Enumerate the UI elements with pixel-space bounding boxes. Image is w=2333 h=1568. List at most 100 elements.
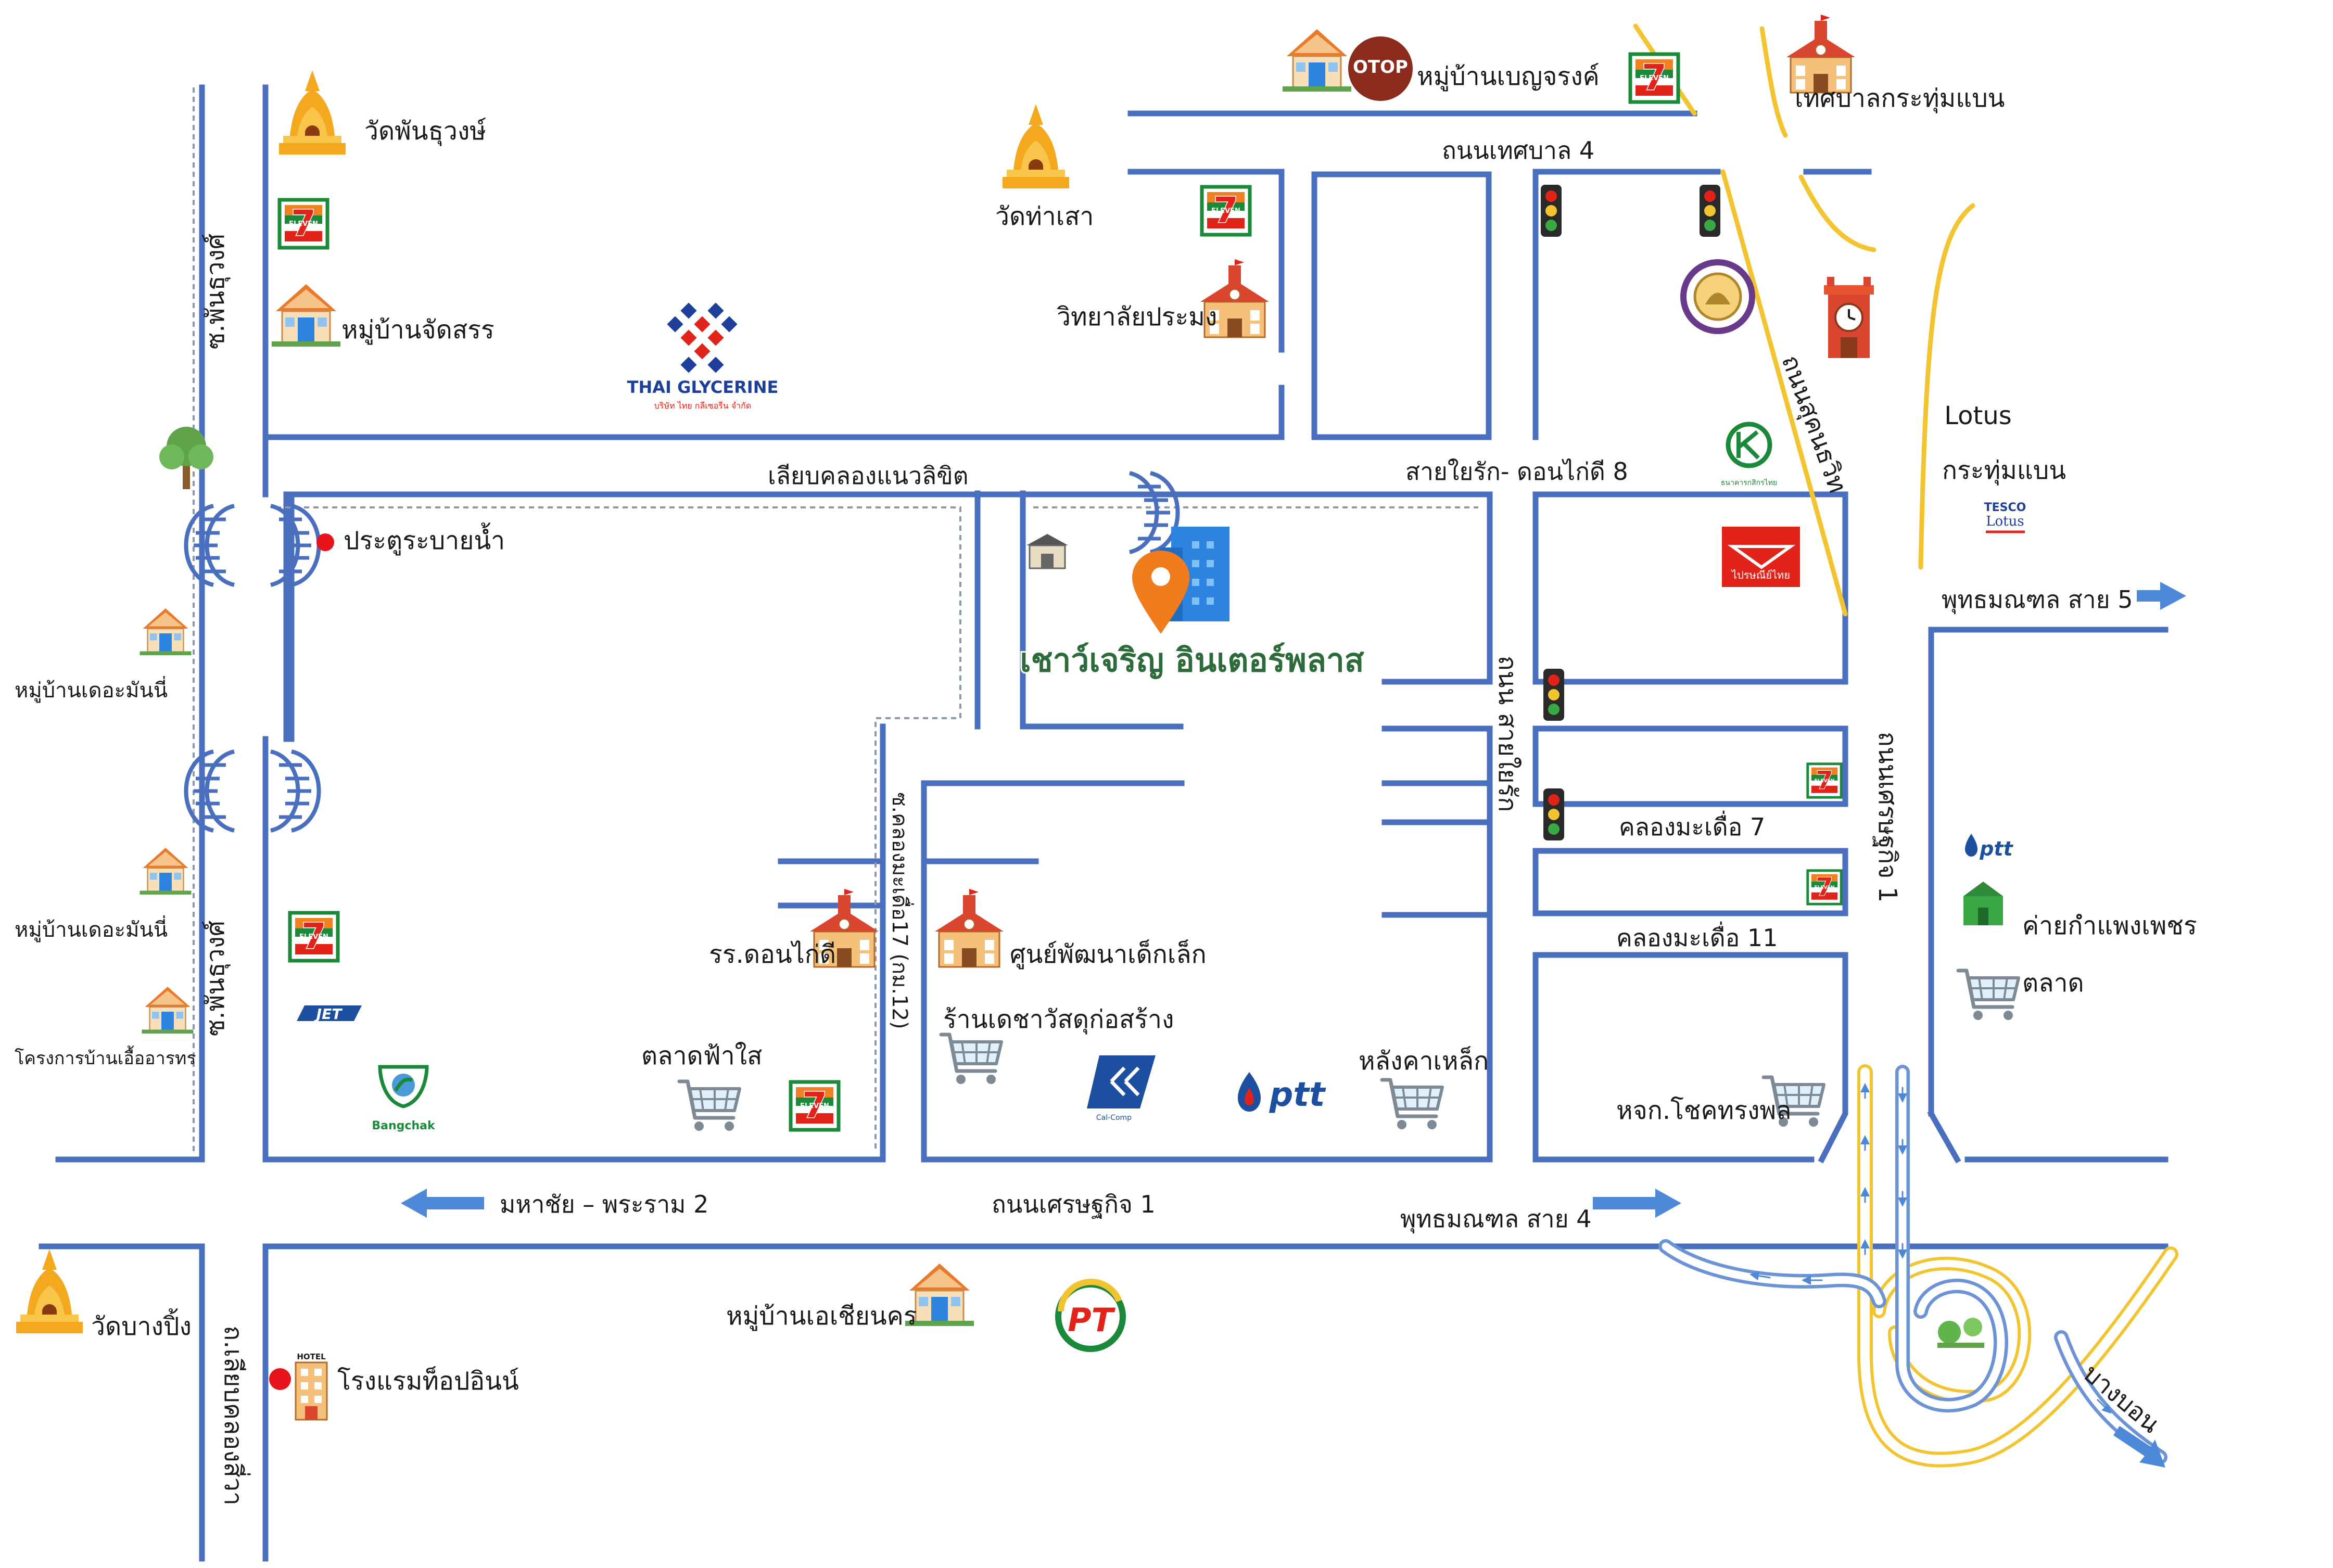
hotel-sign-text: HOTEL — [297, 1352, 326, 1361]
temple-icon — [16, 1249, 83, 1333]
place-top-inn-hotel: โรงแรมท็อปอินน์ — [337, 1366, 519, 1396]
place-village-themoney-1: หมู่บ้านเดอะมันนี่ — [15, 676, 168, 703]
location-pin-icon — [1132, 551, 1189, 634]
main-place-label: เชาว์เจริญ อินเตอร์พลาส — [1020, 641, 1364, 679]
place-village-jatsan: หมู่บ้านจัดสรร — [341, 315, 495, 345]
otop-text: OTOP — [1353, 57, 1408, 78]
house-icon — [271, 283, 341, 348]
direction-arrows — [401, 582, 2186, 1468]
shop-icon — [1026, 534, 1068, 569]
road-sukhonthawit: ถนนสุคนธวิท — [1775, 351, 1852, 497]
cart-icon — [1958, 971, 2019, 1020]
school-icon — [934, 888, 1005, 968]
thai-glycerine-subtext: บริษัท ไทย กลีเซอรีน จำกัด — [654, 401, 751, 411]
red-marker-icon — [269, 1368, 291, 1390]
cart-icon — [941, 1035, 1001, 1084]
seven-eleven-icon — [1630, 54, 1678, 102]
place-market: ตลาด — [2022, 968, 2084, 998]
traffic-light-icon — [1543, 788, 1564, 840]
camp-icon — [1963, 882, 2003, 925]
road-liab-klong-naeolikhit: เลียบคลองแนวลิขิต — [768, 462, 969, 490]
place-village-themoney-2: หมู่บ้านเดอะมันนี่ — [15, 915, 168, 942]
place-krathumbaen: กระทุ่มแบน — [1942, 456, 2066, 486]
road-soi-phanthuwong-bottom: ซ.พันธุวงศ์ — [201, 921, 231, 1036]
place-fahsai-market: ตลาดฟ้าใส — [641, 1041, 762, 1070]
place-fisheries-college: วิทยาลัยประมง — [1057, 302, 1217, 332]
temple-icon — [1003, 104, 1069, 188]
calcomp-text: Cal-Comp — [1096, 1114, 1132, 1122]
clock-tower-icon — [1824, 277, 1874, 358]
traffic-light-icon — [1543, 669, 1564, 721]
jet-logo: JET — [297, 1005, 362, 1023]
thai-post-text: ไปรษณีย์ไทย — [1731, 569, 1790, 581]
ptt-text-small: ptt — [1979, 837, 2013, 860]
interchange — [1658, 1064, 2178, 1468]
seven-eleven-icon — [1202, 187, 1250, 235]
seven-eleven-icon — [290, 913, 338, 961]
seven-eleven-icon — [791, 1082, 839, 1130]
ptt-logo: ptt — [1965, 834, 2014, 860]
place-baan-ua-arthorn: โครงการบ้านเอื้ออารทร — [15, 1046, 196, 1069]
road-saiyairak: ถนน สายใยรัก — [1493, 656, 1522, 812]
house-icon — [141, 986, 194, 1035]
place-lotus: Lotus — [1944, 401, 2012, 430]
school-icon — [1785, 14, 1856, 94]
tree-icon — [159, 427, 213, 489]
seal-icon — [1680, 259, 1755, 334]
pt-logo: PT — [1055, 1279, 1126, 1352]
thai-glycerine-logo: THAI GLYCERINE บริษัท ไทย กลีเซอรีน จำกั… — [627, 302, 779, 411]
cart-icon — [679, 1081, 740, 1131]
place-kamphaengphet-camp: ค่ายกำแพงเพชร — [2022, 911, 2197, 940]
road-tessaban-4: ถนนเทศบาล 4 — [1442, 136, 1594, 164]
place-donkaidee-school: รร.ดอนไก่ดี — [709, 940, 836, 969]
place-wat-thasao: วัดท่าเสา — [995, 202, 1094, 231]
house-icon — [139, 607, 192, 656]
kbank-text: ธนาคารกสิกรไทย — [1721, 478, 1777, 487]
highway-lines — [1633, 23, 1975, 617]
place-wat-bangping: วัดบางปิ้ง — [91, 1308, 192, 1341]
place-steel-roof: หลังคาเหล็ก — [1359, 1046, 1489, 1076]
tesco-text: TESCO — [1984, 501, 2026, 514]
road-klong-maduea-7: คลองมะเดื่อ 7 — [1619, 810, 1765, 841]
place-sluice-gate: ประตูระบายน้ำ — [344, 522, 505, 556]
canal-dotted — [193, 87, 1478, 1155]
road-klong-maduea-11: คลองมะเดื่อ 11 — [1616, 921, 1778, 952]
road-phutthamonthon-4: พุทธมณฑล สาย 4 — [1400, 1205, 1591, 1234]
otop-logo: OTOP — [1348, 36, 1413, 101]
road-network — [39, 84, 2169, 1562]
thai-glycerine-text: THAI GLYCERINE — [627, 377, 779, 397]
house-icon — [1282, 28, 1352, 93]
traffic-light-icon — [1700, 185, 1720, 237]
bangchak-logo: Bangchak — [372, 1065, 436, 1132]
house-icon — [139, 847, 192, 896]
place-decha-store: ร้านเดชาวัสดุก่อสร้าง — [943, 1005, 1174, 1035]
pt-text: PT — [1068, 1301, 1115, 1339]
bangchak-text: Bangchak — [372, 1119, 436, 1132]
seven-eleven-icon — [280, 200, 327, 248]
road-phutthamonthon-5: พุทธมณฑล สาย 5 — [1942, 585, 2133, 615]
seven-eleven-icon — [1808, 764, 1841, 797]
ptt-logo: ptt — [1238, 1072, 1326, 1114]
ptt-text: ptt — [1269, 1076, 1326, 1114]
road-soi-phanthuwong-top: ซ.พันธุวงศ์ — [201, 234, 231, 349]
cart-icon — [1382, 1080, 1442, 1129]
place-village-asiannakorn: หมู่บ้านเอเชียนคร — [726, 1302, 917, 1331]
road-setthakit-1-vertical: ถนนเศรษฐกิจ 1 — [1873, 732, 1902, 902]
calcomp-logo: Cal-Comp — [1087, 1055, 1156, 1122]
thai-post-logo: ไปรษณีย์ไทย — [1722, 527, 1800, 587]
road-soi-klong-maduea-17: ซ.คลองมะเดื่อ17 (กม.12) — [887, 792, 914, 1029]
place-child-center: ศูนย์พัฒนาเด็กเล็ก — [1010, 939, 1207, 970]
kbank-logo: ธนาคารกสิกรไทย — [1721, 422, 1777, 487]
red-marker-icon — [316, 533, 334, 551]
road-mahachai-rama2: มหาชัย – พระราม 2 — [500, 1190, 708, 1218]
hotel-icon: HOTEL — [295, 1352, 328, 1421]
seven-eleven-icon — [1808, 871, 1841, 904]
jet-text: JET — [314, 1005, 343, 1023]
road-setthakit-1-bottom: ถนนเศรษฐกิจ 1 — [992, 1190, 1156, 1219]
place-krathumbaen-municipality: เทศบาลกระทุ่มแบน — [1795, 84, 2005, 113]
tesco-lotus-text: Lotus — [1986, 514, 2024, 529]
tesco-lotus-logo: TESCO Lotus — [1984, 501, 2026, 533]
place-chokesongphon: หจก.โชคทรงพล — [1616, 1096, 1791, 1125]
place-village-benjarong: หมู่บ้านเบญจรงค์ — [1417, 62, 1600, 92]
